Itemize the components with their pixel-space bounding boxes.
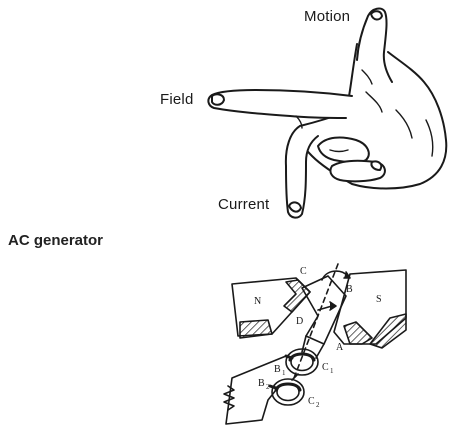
little-fingernail — [370, 160, 383, 171]
motion-label: Motion — [304, 8, 351, 25]
field-label: Field — [160, 91, 194, 108]
section-heading: AC generator — [8, 232, 104, 249]
current-label: Current — [218, 196, 270, 213]
hand-ring-finger — [317, 136, 370, 164]
middle-fingernail — [211, 93, 225, 106]
hand-middle-finger — [207, 89, 353, 119]
thumb-nail — [288, 201, 302, 213]
index-fingernail — [370, 10, 383, 21]
hand-thumb — [284, 125, 319, 219]
hand-index-finger — [356, 7, 393, 83]
